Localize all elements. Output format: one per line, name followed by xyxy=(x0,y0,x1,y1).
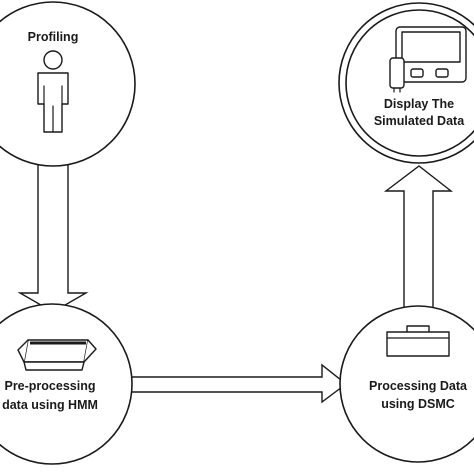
node-processing: Processing Data using DSMC xyxy=(339,305,474,463)
node-display-inner-circle xyxy=(345,9,474,157)
arrow-processing-to-display xyxy=(383,165,454,317)
node-preprocessing-label-line1: Pre-processing xyxy=(4,379,95,393)
arrow-preprocessing-to-processing xyxy=(129,363,348,404)
arrow-profiling-to-preprocessing xyxy=(17,162,89,313)
open-box-icon xyxy=(17,339,97,371)
node-processing-label-line1: Processing Data xyxy=(369,379,468,393)
person-icon xyxy=(37,50,69,133)
node-display-label-line2: Simulated Data xyxy=(374,114,465,128)
node-processing-label-line2: using DSMC xyxy=(381,397,455,411)
node-preprocessing: Pre-processing data using HMM xyxy=(0,303,133,465)
node-preprocessing-label-line2: data using HMM xyxy=(2,398,98,412)
node-display: Display The Simulated Data xyxy=(338,2,474,164)
node-profiling-label: Profiling xyxy=(28,30,79,44)
node-display-label-line1: Display The xyxy=(384,97,454,111)
node-profiling: Profiling xyxy=(0,1,136,167)
device-monitor-icon xyxy=(389,26,467,93)
briefcase-icon xyxy=(386,325,450,357)
